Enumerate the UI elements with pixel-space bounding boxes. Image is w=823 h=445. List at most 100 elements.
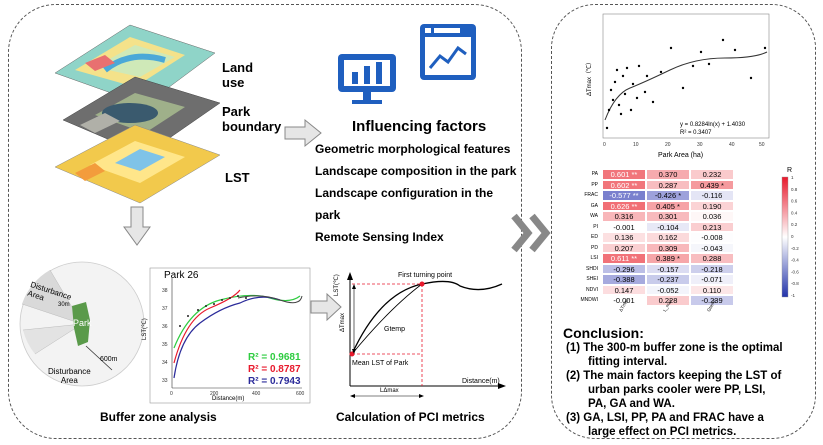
buffer-30m-label: 30m	[58, 302, 70, 308]
influencing-item-1: Geometric morphological features	[315, 142, 511, 156]
conclusion-item-3: (3) GA, LSI, PP, PA and FRAC have a	[566, 412, 764, 424]
heatmap-cell: -0.237	[646, 274, 690, 285]
svg-text:33: 33	[162, 378, 168, 384]
heatmap-cell: -0.052	[646, 284, 690, 295]
disturbance-bottom-label: Disturbance Area	[48, 367, 91, 385]
heatmap-cell: 0.301	[646, 211, 690, 222]
buffer-caption: Buffer zone analysis	[100, 410, 217, 424]
heatmap-row-label: PI	[593, 223, 598, 230]
svg-text:40: 40	[729, 142, 735, 148]
legend-tick: 0.6	[791, 199, 798, 204]
pci-xlabel: Distance(m)	[462, 378, 500, 385]
legend-tick: 0	[791, 234, 794, 239]
heatmap-row-label: SHEI	[586, 276, 598, 282]
conclusion-item-2: (2) The main factors keeping the LST of	[566, 370, 782, 382]
bar-chart-icon	[338, 54, 396, 104]
park26-ylabel: LST(℃)	[142, 318, 148, 340]
svg-text:0: 0	[170, 391, 173, 397]
pci-caption: Calculation of PCI metrics	[336, 410, 485, 424]
layers-illustration	[54, 24, 221, 204]
heatmap-cell: 0.439 *	[690, 179, 734, 190]
heatmap-cell: -0.043	[690, 242, 734, 253]
heatmap-cell: 0.162	[646, 232, 690, 243]
heatmap-cell: 0.190	[690, 200, 734, 211]
heatmap-cell: 0.389 *	[646, 253, 690, 264]
heatmap-cell: 0.601 **	[602, 169, 646, 180]
pci-gtemp: Gtemp	[384, 326, 406, 333]
conclusion-item-2b: urban parks cooler were PP, LSI,	[588, 384, 766, 396]
legend-tick: -0.6	[791, 269, 799, 274]
heatmap-cell: -0.388	[602, 274, 646, 285]
pci-ltmax: LΔmax	[380, 388, 399, 394]
park-label: Park	[73, 318, 92, 328]
legend-tick: -0.8	[791, 281, 799, 286]
heatmap-row-label: NDVI	[586, 286, 598, 293]
heatmap-row-label: FRAC	[584, 192, 598, 198]
pci-ylabel: LST(℃)	[334, 274, 340, 296]
svg-text:37: 37	[162, 306, 168, 312]
svg-text:50: 50	[759, 142, 765, 148]
heatmap-cell: -0.239	[690, 295, 734, 306]
r2-red: R² = 0.8787	[248, 364, 301, 375]
buffer-zone-diagram	[19, 261, 145, 387]
svg-text:20: 20	[665, 142, 671, 148]
conclusion-item-3b: large effect on PCI metrics.	[588, 426, 737, 438]
legend-tick: 1	[791, 175, 794, 180]
scatter-ylabel: ΔTmax（℃）	[587, 58, 593, 96]
heatmap-cell: 0.611 **	[602, 253, 646, 264]
land-use-label: Land use	[222, 60, 254, 90]
svg-text:200: 200	[210, 391, 219, 397]
heatmap-cell: -0.001	[602, 295, 646, 306]
heatmap-cell: 0.288	[690, 253, 734, 264]
heatmap-cell: 0.232	[690, 169, 734, 180]
heatmap-row-label: MNDWI	[580, 297, 599, 303]
heatmap-cell: -0.577 **	[602, 190, 646, 201]
conclusion-item-2c: PA, GA and WA.	[588, 398, 675, 410]
pci-first-turning-point: First turning point	[398, 272, 453, 279]
conclusion-item-1: (1) The 300-m buffer zone is the optimal	[566, 342, 783, 354]
pci-diagram	[347, 272, 506, 398]
heatmap-row-label: PD	[591, 244, 598, 251]
heatmap-cell: 0.316	[602, 211, 646, 222]
pci-delta-tmax: ΔTmax	[340, 312, 346, 332]
heatmap-row-label: ED	[591, 234, 598, 240]
park26-title: Park 26	[164, 270, 199, 281]
heatmap-cell: 0.228	[646, 295, 690, 306]
r2-blue: R² = 0.7943	[248, 376, 301, 387]
heatmap-cell: 0.110	[690, 284, 734, 295]
heatmap-cell: -0.071	[690, 274, 734, 285]
influencing-item-5: Remote Sensing Index	[315, 230, 444, 244]
svg-text:0: 0	[603, 142, 606, 148]
r2-green: R² = 0.9681	[248, 352, 301, 363]
heatmap-cell: -0.296	[602, 263, 646, 274]
svg-text:38: 38	[162, 288, 168, 294]
heatmap-cell: 0.309	[646, 242, 690, 253]
arrow-down-icon	[123, 206, 151, 246]
heatmap-cell: 0.213	[690, 221, 734, 232]
legend-tick: -0.4	[791, 258, 799, 263]
arrow-right-icon-2	[310, 292, 342, 322]
svg-text:35: 35	[162, 342, 168, 348]
heatmap-cell: -0.001	[602, 221, 646, 232]
chevron-right-icon	[511, 213, 551, 253]
heatmap-cell: 0.405 *	[646, 200, 690, 211]
scatter-equation: y = 0.8284ln(x) + 1.4030	[680, 122, 746, 128]
heatmap-row-label: PA	[591, 171, 598, 177]
svg-text:36: 36	[162, 324, 168, 330]
heatmap-cell: 0.136	[602, 232, 646, 243]
heatmap-cell: -0.116	[690, 190, 734, 201]
legend-tick: 0.8	[791, 187, 798, 192]
svg-text:34: 34	[162, 360, 168, 366]
heatmap-row-label: WA	[590, 213, 598, 219]
svg-text:10: 10	[633, 142, 639, 148]
influencing-item-4: park	[315, 208, 341, 222]
heatmap-cell: 0.370	[646, 169, 690, 180]
heatmap-cell: 0.626 **	[602, 200, 646, 211]
influencing-item-2: Landscape composition in the park	[315, 164, 517, 178]
land-use-layer	[54, 24, 216, 106]
heatmap-cell: -0.426 *	[646, 190, 690, 201]
heatmap-cell: 0.207	[602, 242, 646, 253]
arrow-right-icon	[284, 118, 322, 148]
